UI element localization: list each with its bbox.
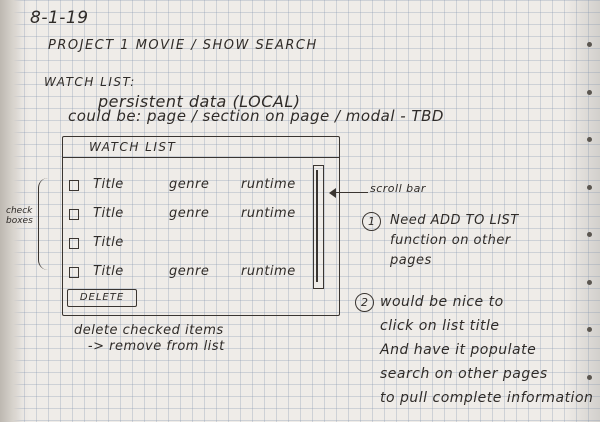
binding-hole — [587, 42, 592, 48]
watch-list-heading: WATCH LIST: — [44, 75, 136, 89]
binding-hole — [587, 89, 592, 95]
binding-hole — [587, 232, 592, 238]
scroll-bar-note: scroll bar — [370, 182, 426, 195]
binding-hole — [587, 279, 592, 285]
scrollbar-sketch — [313, 165, 324, 289]
item-runtime: runtime — [241, 206, 296, 221]
item-title: Title — [93, 206, 124, 221]
checkbox-brace — [38, 178, 49, 270]
note-number-2: 2 — [355, 293, 374, 312]
binding-hole — [587, 327, 592, 333]
mockup-header: WATCH LIST — [63, 137, 339, 158]
item-runtime: runtime — [241, 264, 296, 279]
could-be-note: could be: page / section on page / modal… — [68, 107, 444, 125]
mockup-header-label: WATCH LIST — [89, 140, 177, 154]
item-title: Title — [93, 235, 124, 250]
binding-hole — [587, 137, 592, 143]
delete-checked-note: delete checked items -> remove from list — [74, 323, 225, 354]
item-genre: genre — [169, 264, 210, 279]
item-title: Title — [93, 264, 124, 279]
arrow-left-icon — [329, 188, 336, 198]
page-spine-shadow — [0, 0, 22, 422]
list-item: Title genre runtime — [69, 177, 309, 206]
checkbox-sketch — [69, 238, 79, 249]
list-item: Title genre runtime — [69, 264, 309, 293]
note-2-text: would be nice to click on list title And… — [380, 294, 594, 406]
binding-hole — [587, 184, 592, 190]
item-title: Title — [93, 177, 124, 192]
scroll-bar-arrow-line — [332, 192, 368, 193]
list-item: Title genre runtime — [69, 206, 309, 235]
delete-button-sketch: DELETE — [67, 289, 137, 307]
date-text: 8-1-19 — [30, 8, 89, 28]
binding-hole — [587, 374, 592, 380]
checkbox-sketch — [69, 180, 79, 191]
checkbox-sketch — [69, 209, 79, 220]
item-genre: genre — [169, 206, 210, 221]
list-item: Title — [69, 235, 309, 264]
item-runtime: runtime — [241, 177, 296, 192]
watch-list-mockup: WATCH LIST Title genre runtime Title gen… — [62, 136, 340, 316]
note-number-1: 1 — [362, 212, 381, 231]
mockup-list: Title genre runtime Title genre runtime … — [69, 177, 309, 293]
check-boxes-label: check boxes — [6, 206, 33, 226]
item-genre: genre — [169, 177, 210, 192]
project-title: PROJECT 1 MOVIE / SHOW SEARCH — [48, 38, 318, 53]
note-1-text: Need ADD TO LIST function on other pages — [390, 213, 519, 268]
persistent-data-note: persistent data (LOCAL) — [98, 92, 301, 111]
scrollbar-thumb-sketch — [316, 170, 318, 282]
binding-holes — [587, 0, 597, 422]
checkbox-sketch — [69, 267, 79, 278]
